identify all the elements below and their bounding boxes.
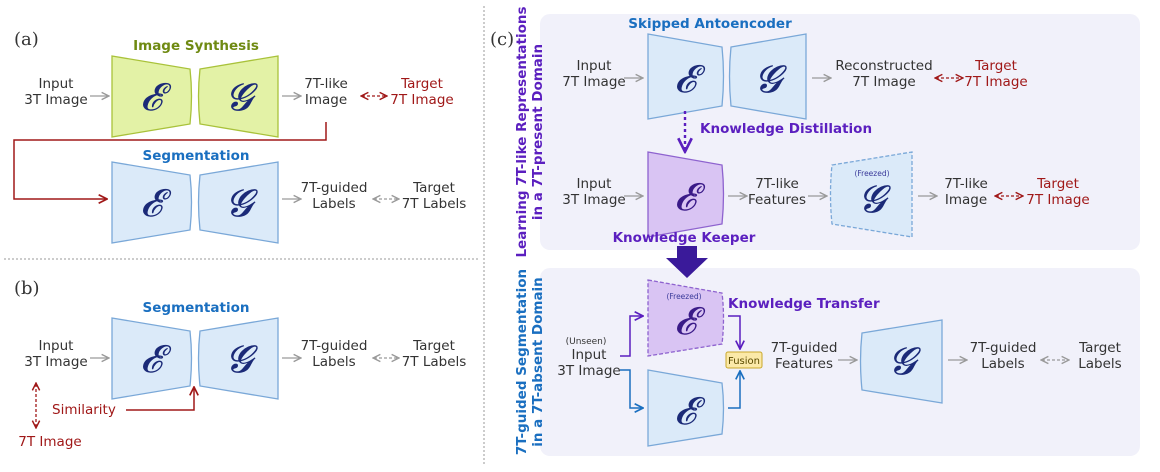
a-target-label-2: 7T Image xyxy=(390,92,453,108)
c-knowledge-distillation-label: Knowledge Distillation xyxy=(700,121,872,137)
c-ae-out-label-2: 7T Image xyxy=(852,74,915,90)
c-frozen-encoder-freezed-label: (Freezed) xyxy=(666,292,701,301)
b-7t-image-label: 7T Image xyxy=(18,434,81,450)
c-seg-target-label-2: Labels xyxy=(1078,356,1121,372)
c-ae-input-label-2: 7T Image xyxy=(562,74,625,90)
c-input-to-frozen-arrow xyxy=(620,316,642,357)
a-synth-to-seg-arrow xyxy=(13,122,327,199)
c-ae-encoder-block xyxy=(647,33,725,120)
a-seg-out-label-1: 7T-guided xyxy=(301,180,368,196)
c-ae-out-label-1: Reconstructed xyxy=(835,58,932,74)
panel-a: (a) Image Synthesis 𝓔 𝓖 Input 3T Image 7… xyxy=(13,29,467,244)
c-seg-features-label-1: 7T-guided xyxy=(771,340,838,356)
a-7t-like-label-2: Image xyxy=(305,92,347,108)
c-seg-input-label-2: 3T Image xyxy=(557,363,620,379)
c-kk-input-label-1: Input xyxy=(577,176,612,192)
c-encoder-to-fusion-arrow xyxy=(728,372,740,409)
b-segmentation-title: Segmentation xyxy=(143,300,250,316)
c-kk-out-label-1: 7T-like xyxy=(944,176,988,192)
c-fusion-label: Fusion xyxy=(728,356,760,367)
c-seg-target-label-1: Target xyxy=(1078,340,1121,356)
c-ae-input-label-1: Input xyxy=(577,58,612,74)
panel-b: (b) Segmentation 𝓔 𝓖 Input 3T Image 7T-g… xyxy=(14,278,466,450)
c-side-top-label-2: in a 7T-present Domain xyxy=(530,44,546,220)
c-side-bottom-label-1: 7T-guided Segmentation xyxy=(514,269,530,455)
c-kk-encoder-block xyxy=(647,151,725,238)
c-kk-target-label-1: Target xyxy=(1036,176,1079,192)
c-frozen-encoder-block xyxy=(647,279,725,357)
c-seg-out-label-1: 7T-guided xyxy=(970,340,1037,356)
c-ae-target-label-2: 7T Image xyxy=(964,74,1027,90)
panel-c: (c) Learning 7T-like Representations in … xyxy=(490,6,1140,456)
b-input-label-2: 3T Image xyxy=(24,354,87,370)
c-kk-freezed-label: (Freezed) xyxy=(854,169,889,178)
c-autoencoder-title: Skipped Antoencoder xyxy=(628,16,792,32)
c-seg-out-label-2: Labels xyxy=(981,356,1024,372)
c-input-to-encoder-arrow xyxy=(620,369,642,408)
c-ae-target-label-1: Target xyxy=(974,58,1017,74)
c-knowledge-keeper-label: Knowledge Keeper xyxy=(613,230,756,246)
c-kk-frozen-generator-block xyxy=(829,151,913,238)
b-target-label-1: Target xyxy=(412,338,455,354)
panel-c-letter: (c) xyxy=(490,29,514,50)
c-kk-target-label-2: 7T Image xyxy=(1026,192,1089,208)
c-frozen-to-fusion-arrow xyxy=(728,315,740,348)
c-ae-generator-block xyxy=(728,33,807,120)
c-seg-generator-block xyxy=(859,319,943,404)
c-section-transition-arrow xyxy=(666,246,708,278)
a-segmentation-title: Segmentation xyxy=(143,148,250,164)
panel-b-letter: (b) xyxy=(14,278,40,299)
c-kk-input-label-2: 3T Image xyxy=(562,192,625,208)
a-seg-out-label-2: Labels xyxy=(312,196,355,212)
b-similarity-arrow xyxy=(126,388,194,411)
a-seg-generator-block xyxy=(197,161,279,244)
c-kk-features-label-1: 7T-like xyxy=(755,176,799,192)
c-fusion-box xyxy=(725,351,763,369)
a-input-label-1: Input xyxy=(39,76,74,92)
synthesis-generator-block xyxy=(197,55,279,138)
c-seg-input-label-1: Input xyxy=(572,347,607,363)
b-similarity-label: Similarity xyxy=(52,402,116,418)
c-kk-features-label-2: Features xyxy=(748,192,806,208)
c-seg-features-label-2: Features xyxy=(775,356,833,372)
c-knowledge-transfer-label: Knowledge Transfer xyxy=(728,296,880,312)
c-bottom-encoder-block xyxy=(647,369,725,447)
a-seg-target-label-1: Target xyxy=(412,180,455,196)
b-seg-out-label-1: 7T-guided xyxy=(301,338,368,354)
synthesis-encoder-block xyxy=(111,55,193,138)
a-7t-like-label-1: 7T-like xyxy=(304,76,348,92)
c-unseen-label: (Unseen) xyxy=(566,337,607,347)
a-seg-encoder-block xyxy=(111,161,193,244)
panel-a-letter: (a) xyxy=(14,29,39,50)
a-target-label-1: Target xyxy=(400,76,443,92)
c-side-bottom-label-2: in a 7T-absent Domain xyxy=(530,277,546,447)
b-target-label-2: 7T Labels xyxy=(402,354,467,370)
c-kk-out-label-2: Image xyxy=(945,192,987,208)
a-input-label-2: 3T Image xyxy=(24,92,87,108)
image-synthesis-title: Image Synthesis xyxy=(133,38,259,54)
a-seg-target-label-2: 7T Labels xyxy=(402,196,467,212)
b-input-label-1: Input xyxy=(39,338,74,354)
b-seg-out-label-2: Labels xyxy=(312,354,355,370)
c-side-top-label-1: Learning 7T-like Representations xyxy=(514,6,530,257)
b-seg-generator-block xyxy=(197,317,279,400)
